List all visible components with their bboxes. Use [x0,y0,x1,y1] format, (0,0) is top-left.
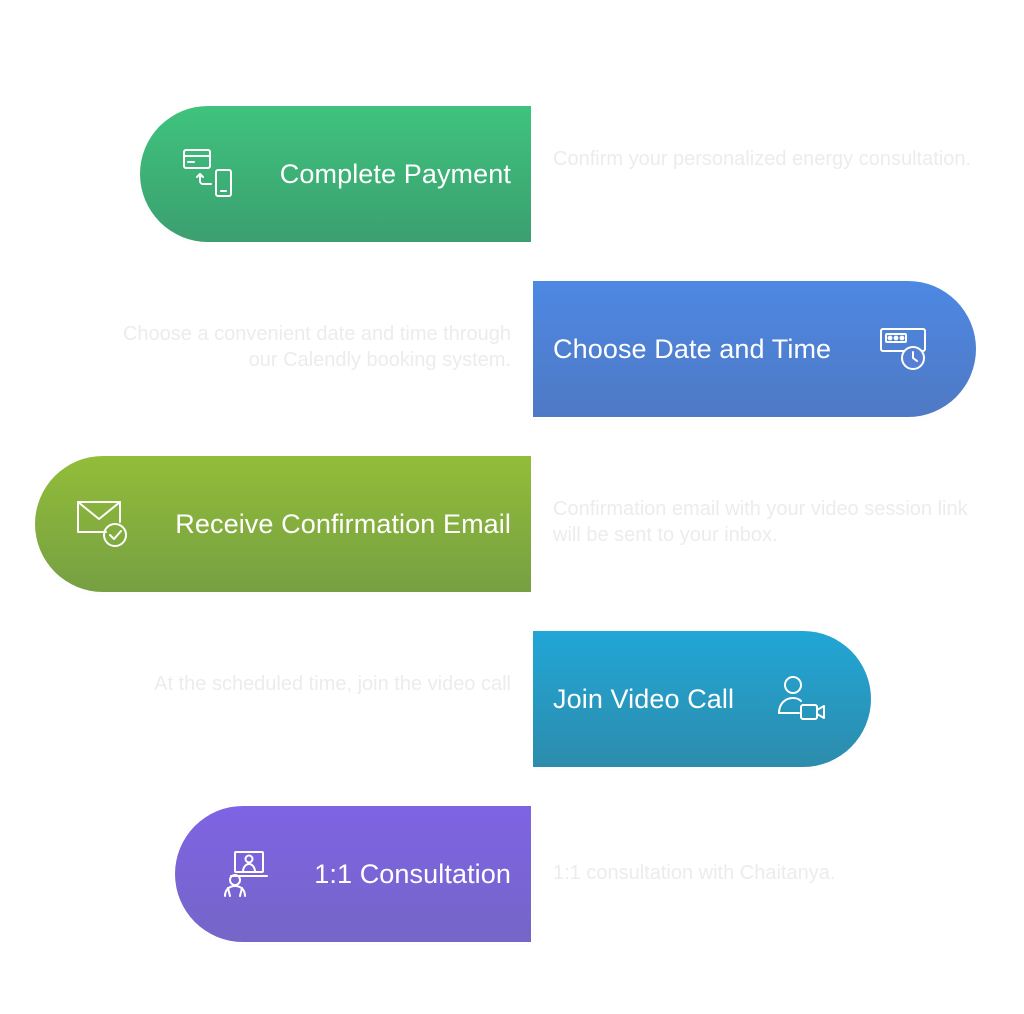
card-to-phone-payment-icon [178,144,238,204]
step-pill-choose-date-and-time: Choose Date and Time [533,281,976,417]
step-title: Choose Date and Time [553,333,832,364]
step-complete-payment: Complete Payment Confirm your personaliz… [0,106,1024,246]
step-description: Confirmation email with your video sessi… [553,498,968,546]
step-pill-receive-confirmation-email: Receive Confirmation Email [35,456,531,592]
step-description: At the scheduled time, join the video ca… [154,673,511,695]
step-choose-date-and-time: Choose Date and Time Choose a convenient… [0,281,1024,421]
calendar-clock-icon [873,319,933,379]
step-pill-complete-payment: Complete Payment [140,106,531,242]
step-join-video-call: Join Video Call At the scheduled time, j… [0,631,1024,771]
step-description: 1:1 consultation with Chaitanya. [553,862,836,884]
step-pill-1-1-consultation: 1:1 Consultation [175,806,531,942]
online-consultation-icon [213,844,273,904]
step-title: Receive Confirmation Email [175,508,511,539]
step-receive-confirmation-email: Receive Confirmation Email Confirmation … [0,456,1024,596]
step-description: Confirm your personalized energy consult… [553,148,971,170]
step-description: Choose a convenient date and time throug… [122,323,511,371]
user-video-camera-icon [771,669,831,729]
envelope-check-icon [73,494,133,554]
step-title: 1:1 Consultation [314,858,511,889]
step-pill-join-video-call: Join Video Call [533,631,871,767]
step-title: Complete Payment [279,158,511,189]
step-1-1-consultation: 1:1 Consultation 1:1 consultation with C… [0,806,1024,946]
step-title: Join Video Call [553,683,735,714]
